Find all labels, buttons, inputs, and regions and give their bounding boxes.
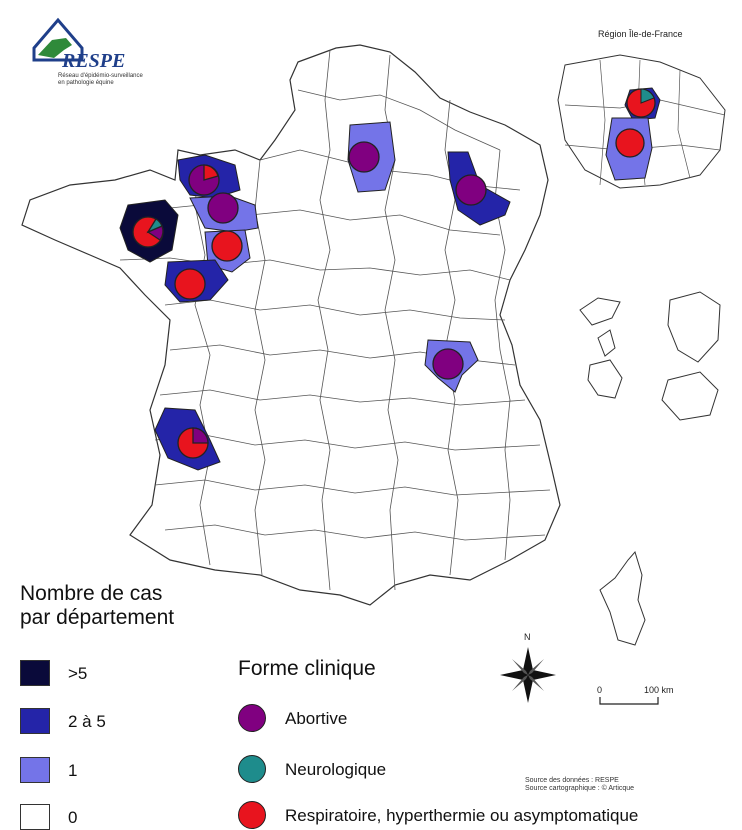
legend-form-title: Forme clinique xyxy=(238,657,376,680)
source-carto: Source cartographique : © Articque xyxy=(525,785,635,792)
dot-respiratoire xyxy=(238,801,266,829)
label-2to5: 2 à 5 xyxy=(68,712,106,731)
france-outline xyxy=(21,44,561,606)
scale-bar xyxy=(599,697,659,705)
source-data: Source des données : RESPE xyxy=(525,777,619,784)
symbol-slice-calvados xyxy=(203,164,219,181)
label-1: 1 xyxy=(68,761,78,780)
symbol-resp-sarthe xyxy=(211,230,243,262)
scale-start: 0 xyxy=(597,685,603,695)
symbol-abortive-aisne xyxy=(348,141,380,173)
symbol-slice-finistere-neuro xyxy=(146,218,163,234)
label-neurologique: Neurologique xyxy=(285,760,387,779)
label-respiratoire: Respiratoire, hyperthermie ou asymptomat… xyxy=(285,806,639,825)
respe-logo-mark xyxy=(32,17,84,62)
compass-rose xyxy=(500,647,556,703)
legend-count-title-1: Nombre de cas xyxy=(20,582,163,605)
symbol-slice-gironde xyxy=(192,427,209,444)
swatch-1 xyxy=(20,757,50,783)
label-gt5: >5 xyxy=(68,664,88,683)
idf-symbol-essonne xyxy=(615,128,645,158)
logo-subtitle: Réseau d'épidémio-surveillance en pathol… xyxy=(58,73,143,86)
label-abortive: Abortive xyxy=(285,709,348,728)
symbol-abortive-allier xyxy=(432,348,464,380)
dot-neurologique xyxy=(238,755,266,783)
scale-end: 100 km xyxy=(644,685,674,695)
corsica-outline xyxy=(599,550,646,646)
dot-abortive xyxy=(238,704,266,732)
case-symbols xyxy=(132,141,487,459)
inset-title: Région Île-de-France xyxy=(598,29,683,39)
idf-slice-neuro xyxy=(640,88,655,104)
logo-name: RESPE xyxy=(62,50,126,72)
swatch-0 xyxy=(20,804,50,830)
legend-count-title-2: par département xyxy=(20,606,175,629)
swatch-2to5 xyxy=(20,708,50,734)
north-label: N xyxy=(524,632,531,642)
symbol-resp-maine xyxy=(174,268,206,300)
symbol-abortive-meuse xyxy=(455,174,487,206)
overseas-outlines xyxy=(579,291,721,421)
symbol-abortive-orne xyxy=(207,192,239,224)
swatch-gt5 xyxy=(20,660,50,686)
label-0: 0 xyxy=(68,808,78,827)
idf-inset xyxy=(557,54,726,189)
